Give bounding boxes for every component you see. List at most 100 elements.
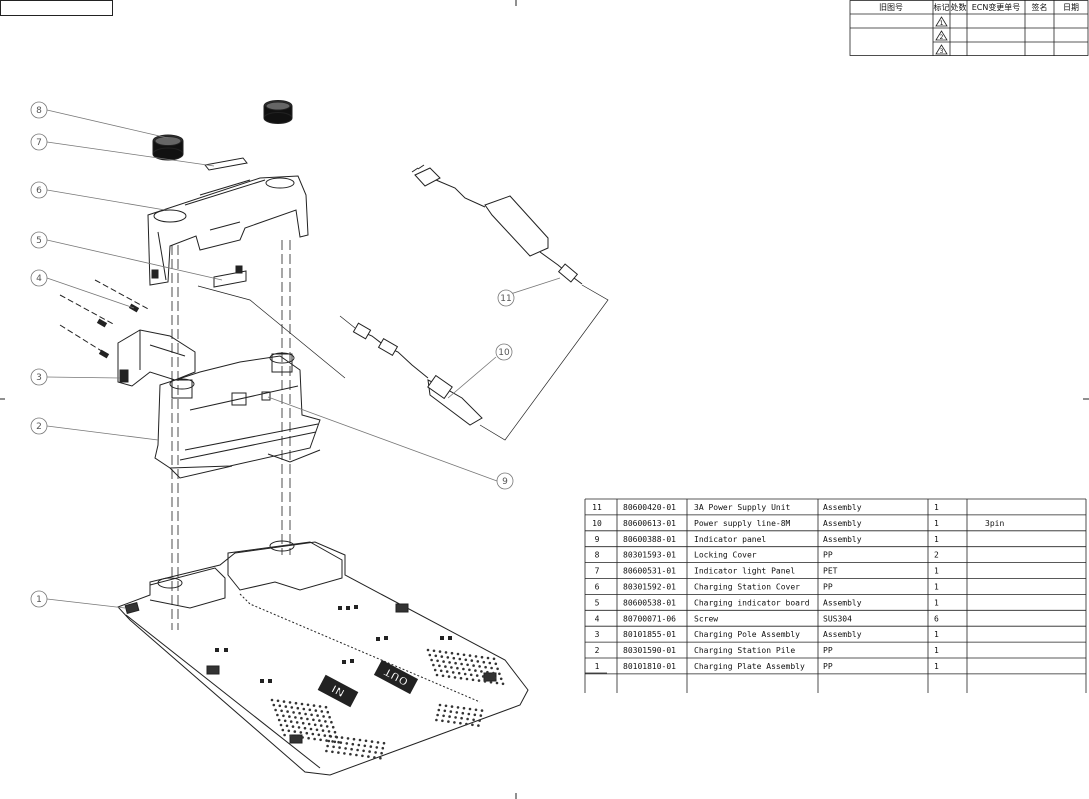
vent-hole bbox=[321, 729, 325, 732]
vent-hole bbox=[368, 750, 371, 753]
vent-hole bbox=[282, 714, 285, 718]
vent-hole bbox=[313, 723, 317, 727]
vent-hole bbox=[362, 749, 365, 753]
vent-hole bbox=[381, 746, 385, 750]
callout-10: 10 bbox=[498, 348, 510, 358]
vent-hole bbox=[325, 725, 329, 728]
vent-hole bbox=[276, 713, 279, 717]
vent-hole bbox=[363, 744, 367, 748]
charging-station-pile bbox=[154, 352, 321, 479]
vent-hole bbox=[438, 703, 442, 707]
vent-hole bbox=[294, 701, 298, 705]
vent-hole bbox=[444, 665, 447, 668]
bom-cell-item: 7 bbox=[595, 567, 600, 576]
locking-cover-left bbox=[152, 134, 184, 161]
vent-hole bbox=[480, 655, 484, 659]
vent-hole bbox=[487, 675, 491, 679]
bom-cell-qty: 1 bbox=[934, 598, 939, 607]
vent-hole bbox=[337, 740, 340, 744]
vent-hole bbox=[277, 718, 281, 722]
vent-hole bbox=[426, 648, 430, 652]
vent-hole bbox=[316, 714, 319, 717]
vent-hole bbox=[302, 707, 306, 711]
vent-hole bbox=[369, 745, 373, 748]
vent-hole bbox=[434, 654, 438, 658]
bom-cell-remark: 3pin bbox=[985, 519, 1004, 528]
bom-cell-material: Assembly bbox=[823, 535, 862, 544]
vent-hole bbox=[494, 662, 498, 666]
bom-cell-item: 2 bbox=[595, 646, 600, 655]
vent-hole bbox=[382, 741, 386, 745]
vent-hole bbox=[441, 674, 445, 678]
vent-hole bbox=[471, 678, 475, 682]
vent-hole bbox=[315, 728, 319, 732]
vent-hole bbox=[448, 715, 451, 718]
locking-cover-right bbox=[263, 100, 293, 124]
power-supply-line bbox=[352, 322, 483, 426]
vent-hole bbox=[346, 737, 350, 740]
vent-hole bbox=[462, 667, 465, 671]
rev-mark-3: 3 bbox=[940, 48, 944, 55]
vent-hole bbox=[319, 738, 322, 742]
vent-hole bbox=[489, 680, 493, 684]
vent-hole bbox=[483, 680, 487, 683]
vent-hole bbox=[340, 736, 344, 739]
vent-hole bbox=[441, 719, 444, 723]
vent-hole bbox=[281, 728, 285, 732]
vent-hole bbox=[343, 752, 346, 755]
bom-cell-item: 1 bbox=[595, 662, 600, 671]
vent-hole bbox=[443, 709, 447, 713]
vent-hole bbox=[446, 656, 450, 659]
vent-hole bbox=[432, 649, 436, 653]
callout-5: 5 bbox=[36, 236, 42, 246]
vent-hole bbox=[373, 756, 376, 759]
vent-hole bbox=[475, 674, 479, 677]
vent-hole bbox=[301, 736, 304, 739]
vent-hole bbox=[486, 656, 490, 660]
vent-hole bbox=[356, 748, 359, 752]
bom-cell-material: Assembly bbox=[823, 598, 862, 607]
vent-hole bbox=[290, 706, 294, 709]
base-holes bbox=[215, 605, 452, 683]
vent-hole bbox=[460, 716, 463, 720]
bom-cell-material: PP bbox=[823, 551, 833, 560]
vent-hole bbox=[463, 672, 467, 676]
vent-hole bbox=[320, 710, 324, 713]
vent-hole bbox=[324, 720, 327, 723]
vent-hole bbox=[486, 670, 489, 674]
vent-hole bbox=[288, 701, 292, 704]
vent-hole bbox=[326, 710, 330, 714]
vent-hole bbox=[370, 740, 374, 743]
vent-hole bbox=[305, 731, 309, 735]
vent-hole bbox=[439, 669, 443, 673]
vent-hole bbox=[453, 676, 457, 679]
vent-hole bbox=[462, 706, 466, 710]
vent-hole bbox=[322, 715, 325, 718]
vent-hole bbox=[488, 661, 492, 665]
vent-hole bbox=[467, 712, 471, 716]
bom-cell-item: 8 bbox=[595, 551, 600, 560]
vent-hole bbox=[452, 656, 456, 660]
callout-2: 2 bbox=[36, 422, 42, 432]
vent-hole bbox=[327, 730, 331, 733]
vent-hole bbox=[448, 661, 451, 664]
vent-hole bbox=[450, 666, 453, 669]
vent-hole bbox=[492, 671, 495, 675]
vent-hole bbox=[364, 739, 368, 743]
vent-hole bbox=[311, 732, 315, 736]
callout-3: 3 bbox=[36, 373, 42, 383]
rev-header-old-drawing-no: 旧图号 bbox=[879, 3, 903, 12]
vent-hole bbox=[332, 745, 335, 749]
vent-hole bbox=[283, 733, 286, 737]
bom-cell-part-no: 80600388-01 bbox=[623, 535, 676, 544]
bom-cell-material: PP bbox=[823, 646, 833, 655]
vent-hole bbox=[465, 677, 469, 681]
power-supply-unit bbox=[411, 164, 583, 285]
vent-hole bbox=[495, 681, 499, 685]
bom-cell-description: Screw bbox=[694, 614, 718, 623]
vent-hole bbox=[312, 704, 316, 707]
